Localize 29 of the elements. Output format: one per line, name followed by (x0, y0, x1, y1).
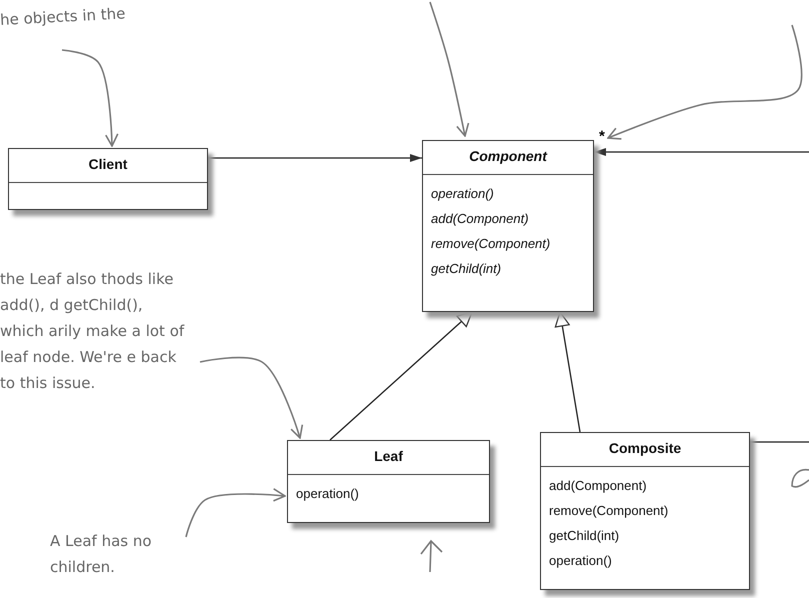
annotation-arrow (62, 49, 118, 147)
association-arrow (208, 154, 422, 162)
class-box (422, 140, 594, 312)
handwritten-note: the Leaf also thods like add(), d getChild(), which arily make a lot of leaf node. We're e back to this issue. (0, 270, 184, 392)
class-name: Component (469, 148, 547, 164)
generalization-arrow (330, 311, 473, 440)
annotation-arrow (607, 24, 802, 140)
method-name: operation() (296, 485, 360, 502)
class-name: Client (88, 156, 128, 172)
generalization-arrow (554, 311, 581, 432)
annotation-arrow (200, 356, 304, 439)
method-name: remove(Component) (549, 502, 670, 519)
method-name: add(Component) (549, 477, 648, 494)
class-box (540, 432, 750, 590)
handwritten-note: A Leaf has no children. (50, 532, 152, 576)
class-box (8, 148, 208, 210)
annotation-arrow (185, 488, 286, 538)
handwritten-note: he objects in the (0, 4, 126, 29)
method-name: getChild(int) (431, 260, 502, 277)
method-name: getChild(int) (549, 527, 620, 544)
class-name: Composite (608, 440, 682, 456)
method-name: add(Component) (431, 210, 530, 227)
method-name: operation() (431, 185, 495, 202)
association-arrow (594, 148, 809, 443)
class-box (287, 440, 490, 523)
method-name: remove(Component) (431, 235, 552, 252)
annotation-arrow (429, 2, 470, 137)
class-name: Leaf (374, 448, 403, 464)
method-name: operation() (549, 552, 613, 569)
